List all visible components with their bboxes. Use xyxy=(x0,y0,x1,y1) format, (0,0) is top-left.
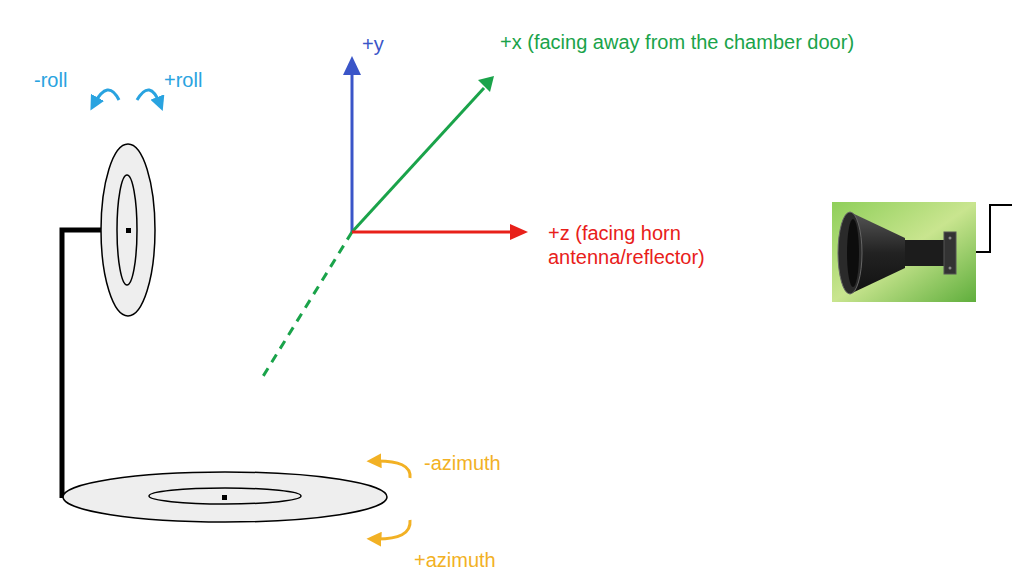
rotation-label: +azimuth xyxy=(414,548,496,572)
rotation-label: -roll xyxy=(34,68,67,92)
azimuth-arrow xyxy=(374,461,410,478)
axis-label: +y xyxy=(362,32,384,56)
negative-x-axis xyxy=(262,232,352,378)
stand-arm xyxy=(62,230,102,498)
z-axis-head xyxy=(510,224,528,240)
z-axis xyxy=(352,231,512,234)
feed-cable xyxy=(976,205,1012,252)
roll-disc xyxy=(101,144,155,316)
roll-groove xyxy=(117,175,137,285)
azimuth-turntable xyxy=(63,472,387,522)
y-axis xyxy=(351,72,354,232)
horn-antenna xyxy=(832,202,976,302)
roll-arrow xyxy=(137,90,160,104)
x-axis-head xyxy=(478,76,494,92)
roll-arrow xyxy=(94,90,119,104)
y-axis-head xyxy=(343,56,361,75)
roll-center xyxy=(126,228,131,233)
turntable-center xyxy=(222,495,227,500)
axis-label: +z (facing horn antenna/reflector) xyxy=(548,221,738,269)
rotation-label: -azimuth xyxy=(424,451,501,475)
x-axis xyxy=(352,88,484,232)
rotation-label: +roll xyxy=(164,68,202,92)
axis-label: +x (facing away from the chamber door) xyxy=(500,30,854,54)
turntable-groove xyxy=(149,488,301,504)
azimuth-arrow xyxy=(374,520,410,539)
